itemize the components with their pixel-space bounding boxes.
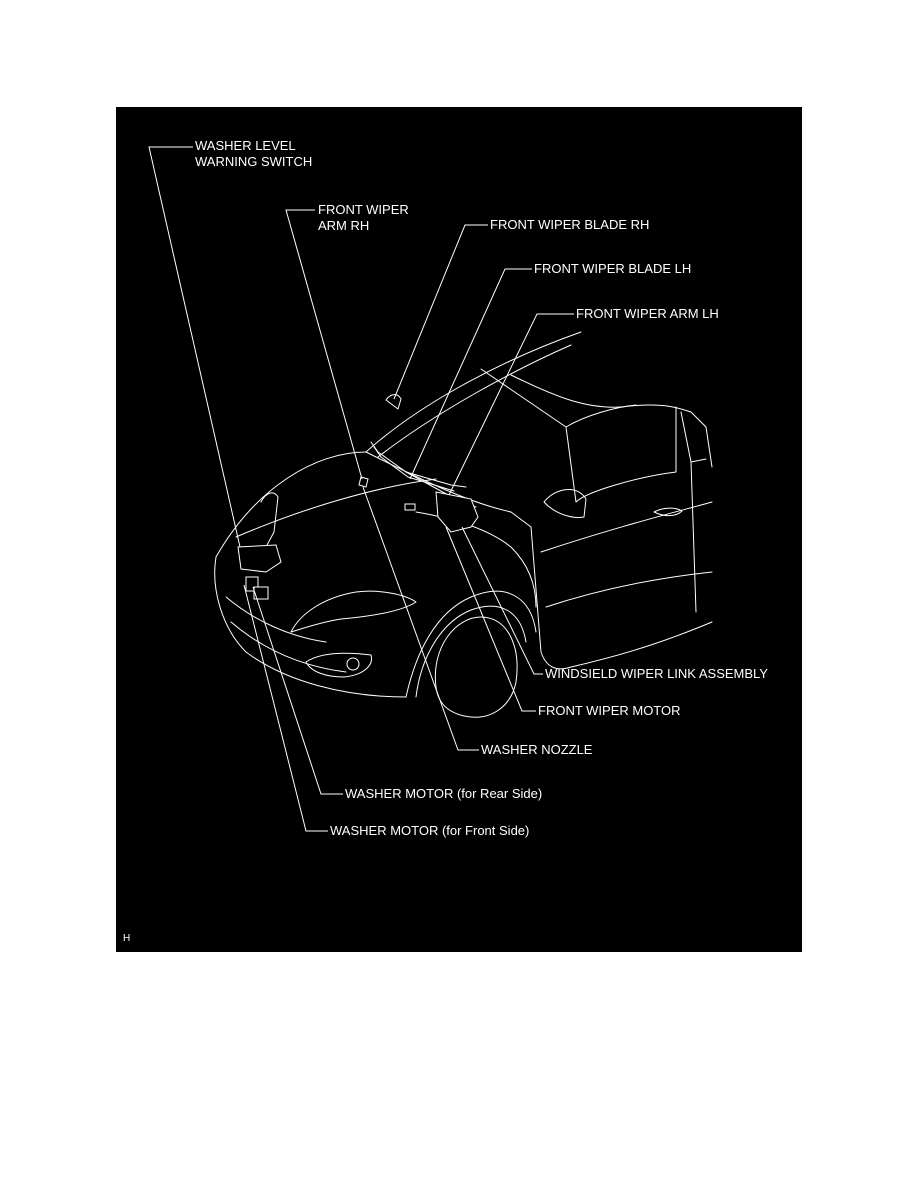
- bumper-upper-crease: [225, 596, 327, 643]
- front-bumper-outline: [214, 556, 407, 698]
- leader-washer-motor-rear: [252, 586, 343, 795]
- label-front-wiper-blade-rh: FRONT WIPER BLADE RH: [490, 217, 650, 232]
- wiper-arm-rh-body: [373, 446, 455, 492]
- label-washer-level-warning-switch: WASHER LEVEL WARNING SWITCH: [195, 138, 312, 170]
- wheel-arch: [405, 590, 537, 698]
- leader-front-wiper-motor: [445, 526, 536, 712]
- car-illustration: [214, 331, 713, 718]
- front-wiper-blade-rh-tip: [385, 394, 402, 410]
- label-washer-motor-front-side: WASHER MOTOR (for Front Side): [330, 823, 530, 838]
- leader-washer-level-switch: [148, 146, 241, 548]
- leader-lines: [148, 146, 574, 832]
- a-pillar-line: [480, 368, 567, 428]
- leader-front-wiper-blade-lh: [409, 268, 532, 480]
- label-line-2: WARNING SWITCH: [195, 154, 313, 169]
- label-line-1: FRONT WIPER: [318, 202, 409, 217]
- bumper-lower-crease: [230, 621, 347, 673]
- front-window: [565, 406, 677, 503]
- label-line-2: ARM RH: [318, 218, 370, 233]
- leader-windshield-wiper-link: [461, 526, 543, 675]
- rear-roof-line: [620, 404, 713, 468]
- front-tire: [434, 616, 518, 718]
- fog-lamp: [305, 652, 373, 678]
- windshield-top-edge: [365, 331, 582, 453]
- leader-front-wiper-blade-rh: [393, 224, 488, 400]
- washer-nozzle: [358, 476, 369, 488]
- leader-front-wiper-arm-rh: [285, 209, 363, 480]
- door-handle: [653, 507, 683, 517]
- door-crease: [545, 571, 713, 608]
- side-sill: [570, 621, 713, 668]
- front-door-edge: [530, 526, 572, 670]
- label-front-wiper-arm-lh: FRONT WIPER ARM LH: [576, 306, 719, 321]
- washer-filler-neck: [260, 492, 279, 548]
- beltline: [540, 501, 713, 553]
- b-pillar-line: [690, 461, 697, 613]
- roof-line: [510, 374, 622, 408]
- leader-washer-nozzle: [362, 486, 479, 751]
- label-windshield-wiper-link-assembly: WINDSIELD WIPER LINK ASSEMBLY: [545, 666, 768, 681]
- hood-crease: [235, 478, 437, 538]
- leader-front-wiper-arm-lh: [448, 313, 574, 496]
- washer-tank: [237, 544, 282, 573]
- wheel-arch-inner: [415, 605, 527, 698]
- windshield-inner-edge: [377, 344, 572, 458]
- fog-lamp-bulb: [346, 657, 360, 671]
- washer-motor-front-body: [253, 586, 269, 600]
- leader-washer-motor-front: [243, 584, 328, 832]
- label-washer-motor-rear-side: WASHER MOTOR (for Rear Side): [345, 786, 543, 801]
- cowl-corner: [510, 511, 532, 528]
- window-top-line: [565, 404, 637, 428]
- label-front-wiper-motor: FRONT WIPER MOTOR: [538, 703, 681, 718]
- fender-line: [415, 511, 537, 608]
- hood-cowl-line: [365, 451, 512, 513]
- side-mirror: [543, 489, 587, 518]
- rear-window: [680, 411, 707, 463]
- component-location-diagram: WASHER LEVEL WARNING SWITCH FRONT WIPER …: [116, 107, 802, 952]
- hood-front-edge: [215, 451, 367, 558]
- components: [237, 394, 479, 600]
- figure-code: H: [123, 933, 131, 944]
- label-front-wiper-blade-lh: FRONT WIPER BLADE LH: [534, 261, 692, 276]
- front-wiper-motor: [435, 491, 479, 533]
- diagram-drawing: [148, 146, 713, 832]
- headlamp: [290, 590, 417, 633]
- label-line-1: WASHER LEVEL: [195, 138, 296, 153]
- label-washer-nozzle: WASHER NOZZLE: [481, 742, 593, 757]
- wiper-link-bracket: [404, 503, 416, 511]
- label-front-wiper-arm-rh: FRONT WIPER ARM RH: [318, 202, 409, 234]
